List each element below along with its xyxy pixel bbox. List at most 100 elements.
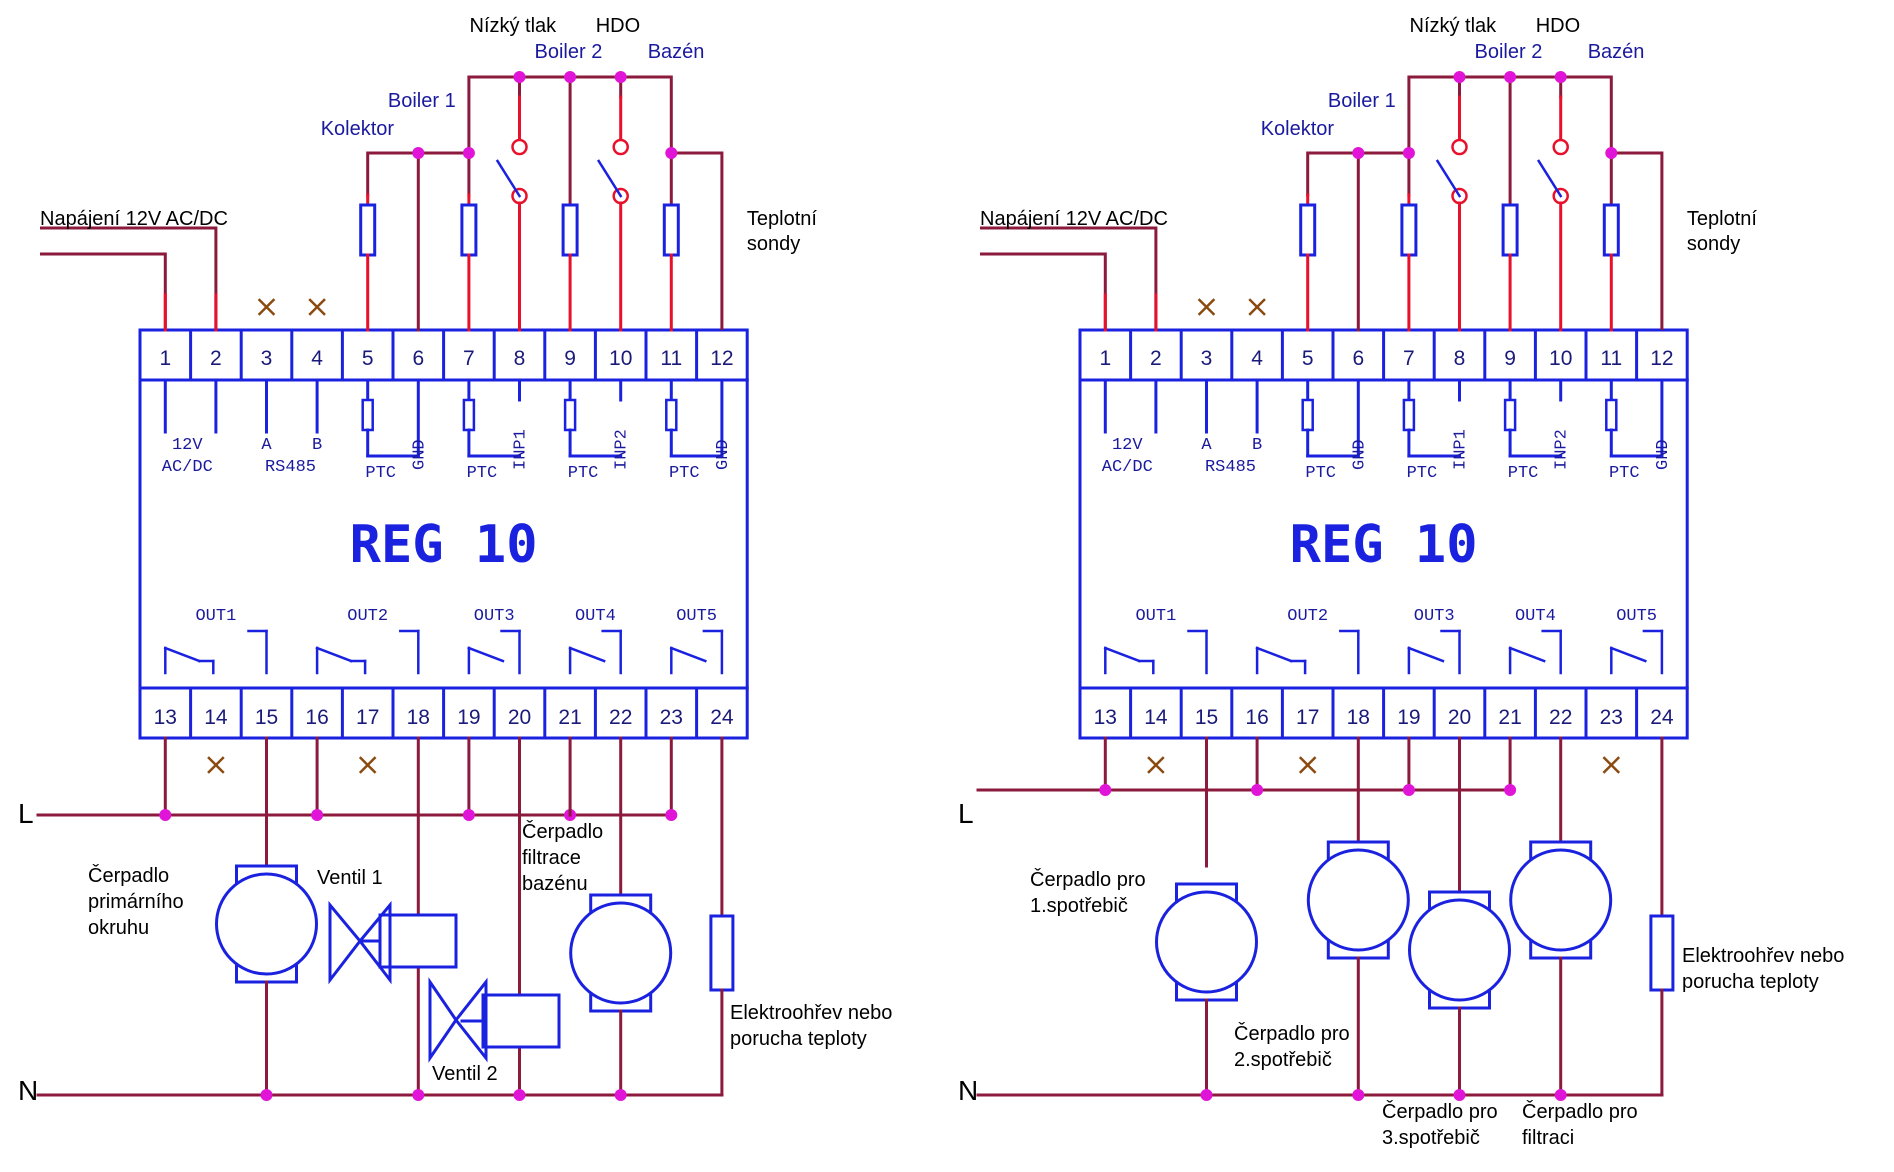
valve-label: Ventil 1 bbox=[317, 867, 383, 889]
gnd-label: GND bbox=[714, 439, 733, 470]
heater-resistor bbox=[1649, 914, 1675, 992]
valve1-body bbox=[358, 900, 392, 985]
heater-label: porucha teploty bbox=[730, 1028, 867, 1050]
output-label: OUT4 bbox=[575, 607, 616, 626]
junction-dot bbox=[412, 147, 425, 159]
switch-lever bbox=[1435, 159, 1462, 198]
wiring-panel-left: 1132143154165176187198209211022112312241… bbox=[18, 15, 892, 1106]
input-label: HDO bbox=[596, 15, 640, 37]
ptc-label: PTC bbox=[1609, 464, 1640, 483]
junction-dot bbox=[1453, 71, 1466, 83]
relay-contact bbox=[568, 629, 622, 675]
sensor-resistor bbox=[1400, 203, 1418, 257]
motor-body bbox=[1408, 898, 1511, 1002]
sensor-label: Kolektor bbox=[1261, 118, 1335, 140]
line-n-label: N bbox=[958, 1075, 978, 1106]
terminal-number: 8 bbox=[1454, 347, 1466, 370]
input-switch bbox=[495, 95, 528, 332]
temperature-sensor bbox=[561, 203, 579, 332]
ptc-label: PTC bbox=[1407, 464, 1438, 483]
electric-heater bbox=[709, 914, 735, 992]
relay-contact bbox=[1508, 629, 1562, 675]
relay-lever bbox=[467, 646, 505, 663]
common-bus bbox=[1407, 75, 1612, 153]
input-switch bbox=[1435, 95, 1468, 332]
temperature-sensor bbox=[1501, 203, 1519, 332]
terminal-number: 4 bbox=[311, 347, 323, 370]
gnd-wire bbox=[1611, 151, 1664, 330]
controller-enclosure bbox=[1078, 328, 1689, 740]
pump-label: primárního bbox=[88, 891, 184, 913]
input-switch bbox=[596, 95, 629, 332]
terminal-number: 8 bbox=[514, 347, 526, 370]
terminal-number: 23 bbox=[660, 706, 683, 729]
not-connected-mark bbox=[1147, 756, 1165, 774]
junction-dot bbox=[1200, 1089, 1213, 1101]
pump-3 bbox=[1408, 890, 1511, 1010]
junction-dot bbox=[159, 809, 172, 821]
rs485-label: RS485 bbox=[1205, 458, 1256, 477]
junction-dot bbox=[513, 71, 526, 83]
electric-heater bbox=[1649, 914, 1675, 992]
sensor-resistor bbox=[1299, 203, 1317, 257]
valve-label: Ventil 2 bbox=[432, 1063, 498, 1085]
output-label: OUT3 bbox=[474, 607, 515, 626]
terminal-number: 19 bbox=[457, 706, 480, 729]
pump-label: filtraci bbox=[1522, 1127, 1574, 1149]
sensor-resistor bbox=[662, 203, 680, 257]
power-acdc-label: AC/DC bbox=[162, 458, 213, 477]
temperature-sensor bbox=[359, 193, 377, 332]
common-bus bbox=[467, 75, 672, 153]
relay-contact bbox=[1407, 629, 1461, 675]
junction-dot bbox=[1099, 784, 1112, 796]
gnd-label: GND bbox=[1654, 439, 1673, 470]
cross-stroke bbox=[1248, 298, 1266, 316]
output-label: OUT1 bbox=[1135, 607, 1176, 626]
junction-dot bbox=[1251, 784, 1264, 796]
pump-label: Čerpadlo bbox=[522, 820, 603, 843]
supply-label: Napájení 12V AC/DC bbox=[980, 208, 1168, 230]
relay-contact bbox=[467, 629, 521, 675]
sensor-resistor bbox=[1501, 203, 1519, 257]
ptc-resistor bbox=[462, 398, 476, 432]
terminal-number: 5 bbox=[362, 347, 374, 370]
rs485-a-label: A bbox=[261, 436, 272, 455]
not-connected-mark bbox=[1248, 298, 1266, 316]
sensor-resistor bbox=[359, 203, 377, 257]
junction-dot bbox=[1554, 71, 1567, 83]
pump-1 bbox=[1155, 882, 1258, 1002]
temperature-sensor bbox=[1299, 193, 1317, 332]
sensor-resistor bbox=[1602, 203, 1620, 257]
sensors-label: sondy bbox=[1687, 233, 1740, 255]
cross-stroke bbox=[308, 298, 326, 316]
output-label: OUT4 bbox=[1515, 607, 1556, 626]
cross-stroke bbox=[257, 298, 276, 316]
junction-dot bbox=[614, 71, 627, 83]
ptc-label: PTC bbox=[669, 464, 700, 483]
pump-label: 2.spotřebič bbox=[1234, 1049, 1332, 1071]
heater-label: Elektroohřev nebo bbox=[730, 1002, 892, 1024]
junction-dot bbox=[1504, 784, 1517, 796]
terminal-number: 6 bbox=[1352, 347, 1364, 370]
terminal-number: 22 bbox=[609, 706, 632, 729]
pump-label: Čerpadlo pro bbox=[1030, 868, 1146, 891]
junction-dot bbox=[513, 1089, 526, 1101]
terminal-number: 23 bbox=[1600, 706, 1623, 729]
ptc-label: PTC bbox=[1508, 464, 1539, 483]
cross-stroke bbox=[1147, 756, 1165, 774]
junction-dot bbox=[311, 809, 324, 821]
terminal-number: 13 bbox=[1094, 706, 1117, 729]
terminal-number: 3 bbox=[1201, 347, 1213, 370]
heater-label: porucha teploty bbox=[1682, 971, 1819, 993]
switch-contact bbox=[511, 138, 528, 156]
junction-dot bbox=[412, 1089, 425, 1101]
valve1-body bbox=[328, 900, 362, 985]
terminal-number: 21 bbox=[558, 706, 581, 729]
temperature-sensor bbox=[460, 193, 478, 332]
wiring-panel-right: 1132143154165176187198209211022112312241… bbox=[958, 15, 1844, 1149]
relay-contact bbox=[1255, 629, 1360, 675]
input-label: Nízký tlak bbox=[1410, 15, 1498, 37]
not-connected-mark bbox=[207, 756, 225, 774]
sensor-resistor bbox=[460, 203, 478, 257]
device-title: REG 10 bbox=[350, 515, 538, 575]
